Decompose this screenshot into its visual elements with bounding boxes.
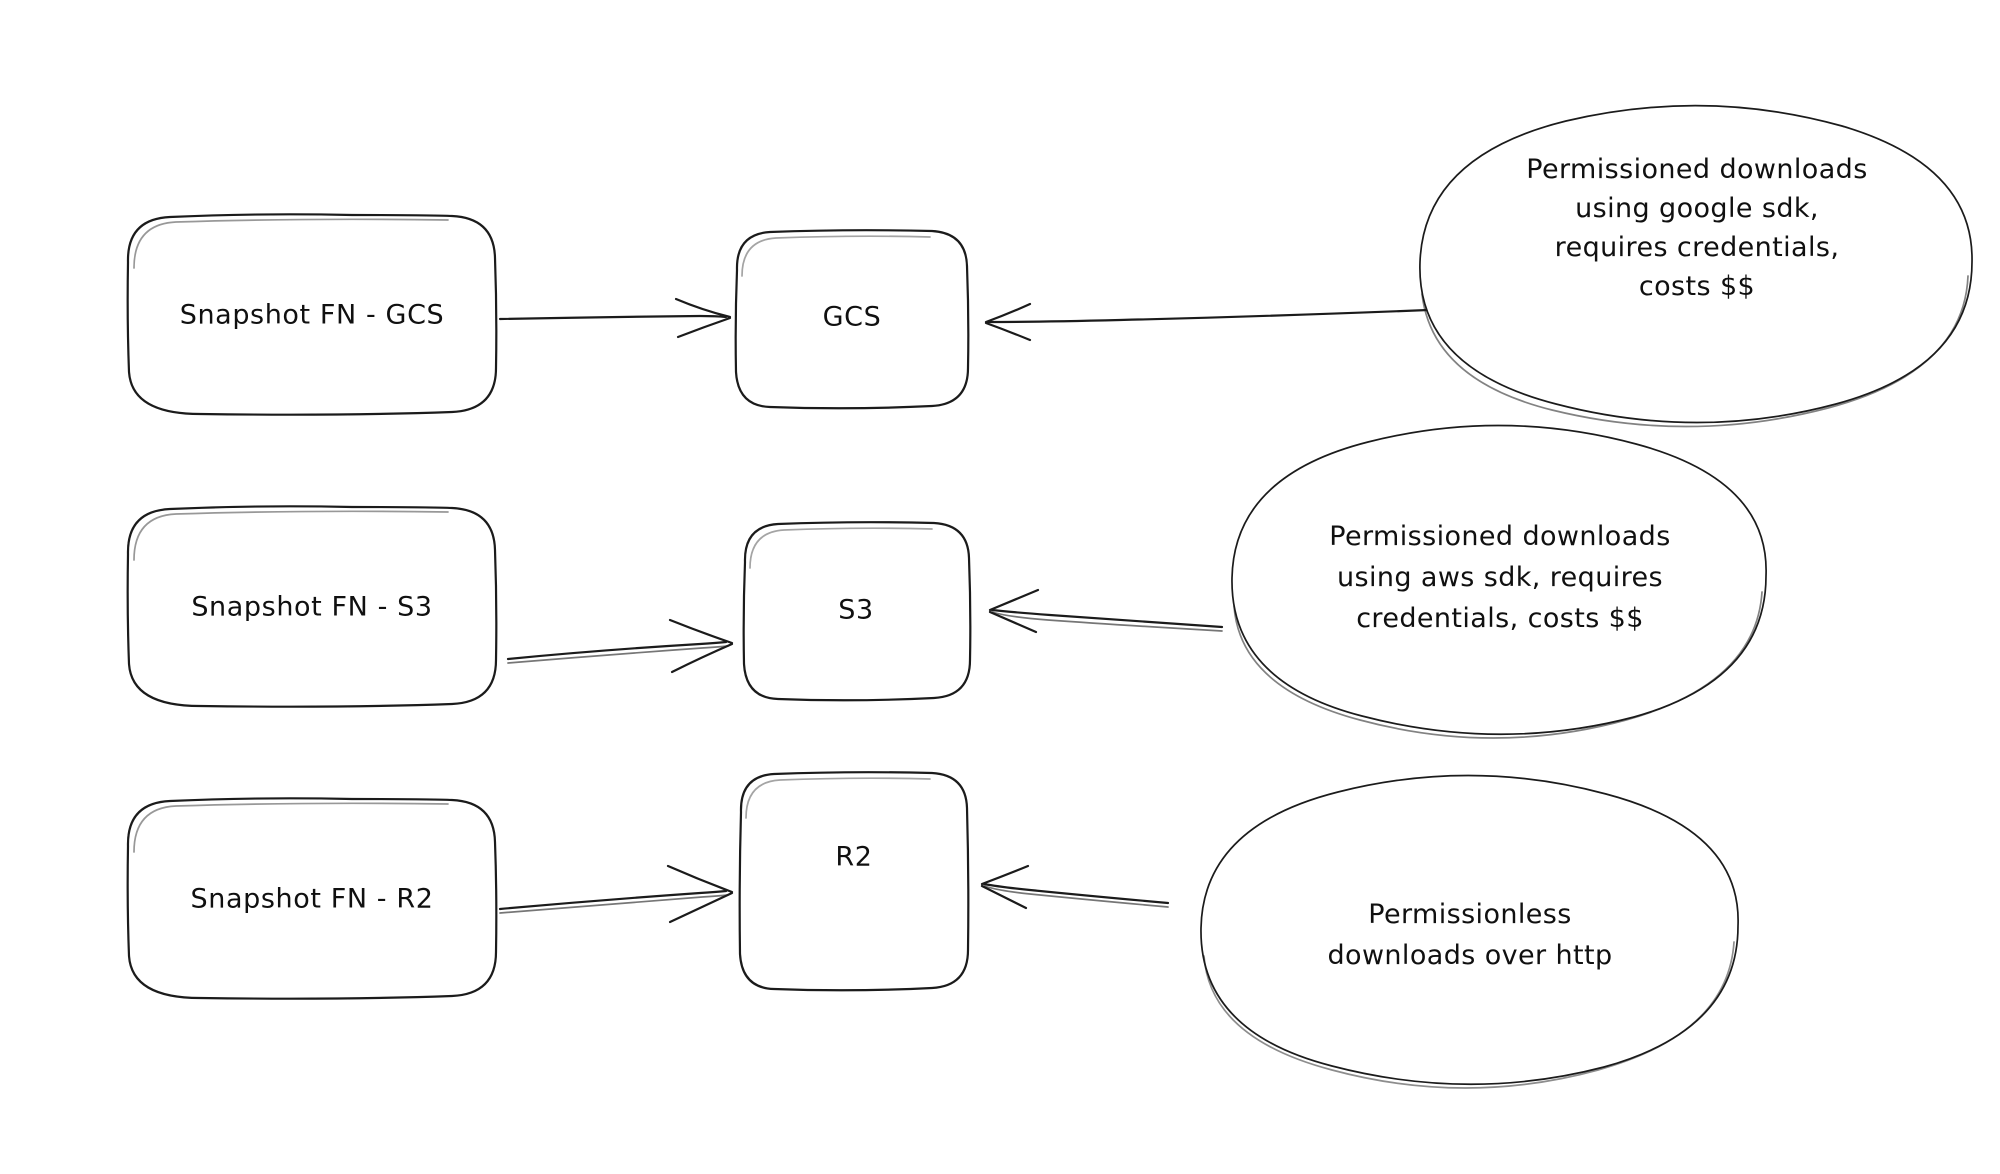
note-gcs-line-3: requires credentials, [1555,232,1840,263]
row-r2: Snapshot FN - R2 R2 [126,771,1740,1089]
note-gcs-line-2: using google sdk, [1575,193,1819,224]
arrow-note-s3-to-s3 [988,588,1224,634]
note-s3-line-2: using aws sdk, requires [1337,562,1663,593]
node-snapshot-fn-gcs-label: Snapshot FN - GCS [180,300,445,331]
row-gcs: Snapshot FN - GCS GCS [126,104,1975,428]
note-gcs-line-4: costs $$ [1639,271,1755,302]
node-snapshot-fn-s3-label: Snapshot FN - S3 [191,592,432,623]
node-snapshot-fn-r2[interactable]: Snapshot FN - R2 [126,797,498,1000]
row-s3: Snapshot FN - S3 S3 [126,424,1768,739]
note-s3[interactable]: Permissioned downloads using aws sdk, re… [1231,424,1768,739]
node-s3-label: S3 [838,595,874,626]
node-snapshot-fn-s3[interactable]: Snapshot FN - S3 [126,505,498,708]
arrow-snapshot-gcs-to-gcs [498,297,732,339]
node-snapshot-fn-r2-label: Snapshot FN - R2 [191,884,434,915]
arrow-note-r2-to-r2 [980,864,1170,910]
node-gcs[interactable]: GCS [734,229,970,410]
note-gcs-line-1: Permissioned downloads [1526,154,1867,185]
node-r2[interactable]: R2 [738,771,970,992]
note-s3-line-3: credentials, costs $$ [1356,603,1644,634]
node-s3[interactable]: S3 [742,521,972,702]
note-r2-line-2: downloads over http [1327,940,1612,971]
note-gcs[interactable]: Permissioned downloads using google sdk,… [1419,104,1975,428]
node-r2-label: R2 [835,842,872,873]
note-s3-line-1: Permissioned downloads [1329,521,1670,552]
arrow-note-gcs-to-gcs [984,302,1430,342]
node-snapshot-fn-gcs[interactable]: Snapshot FN - GCS [126,213,498,416]
note-r2[interactable]: Permissionless downloads over http [1200,774,1740,1089]
note-r2-line-1: Permissionless [1368,899,1571,930]
arrow-snapshot-s3-to-s3 [506,618,734,674]
node-gcs-label: GCS [823,302,882,333]
arrow-snapshot-r2-to-r2 [498,864,734,924]
